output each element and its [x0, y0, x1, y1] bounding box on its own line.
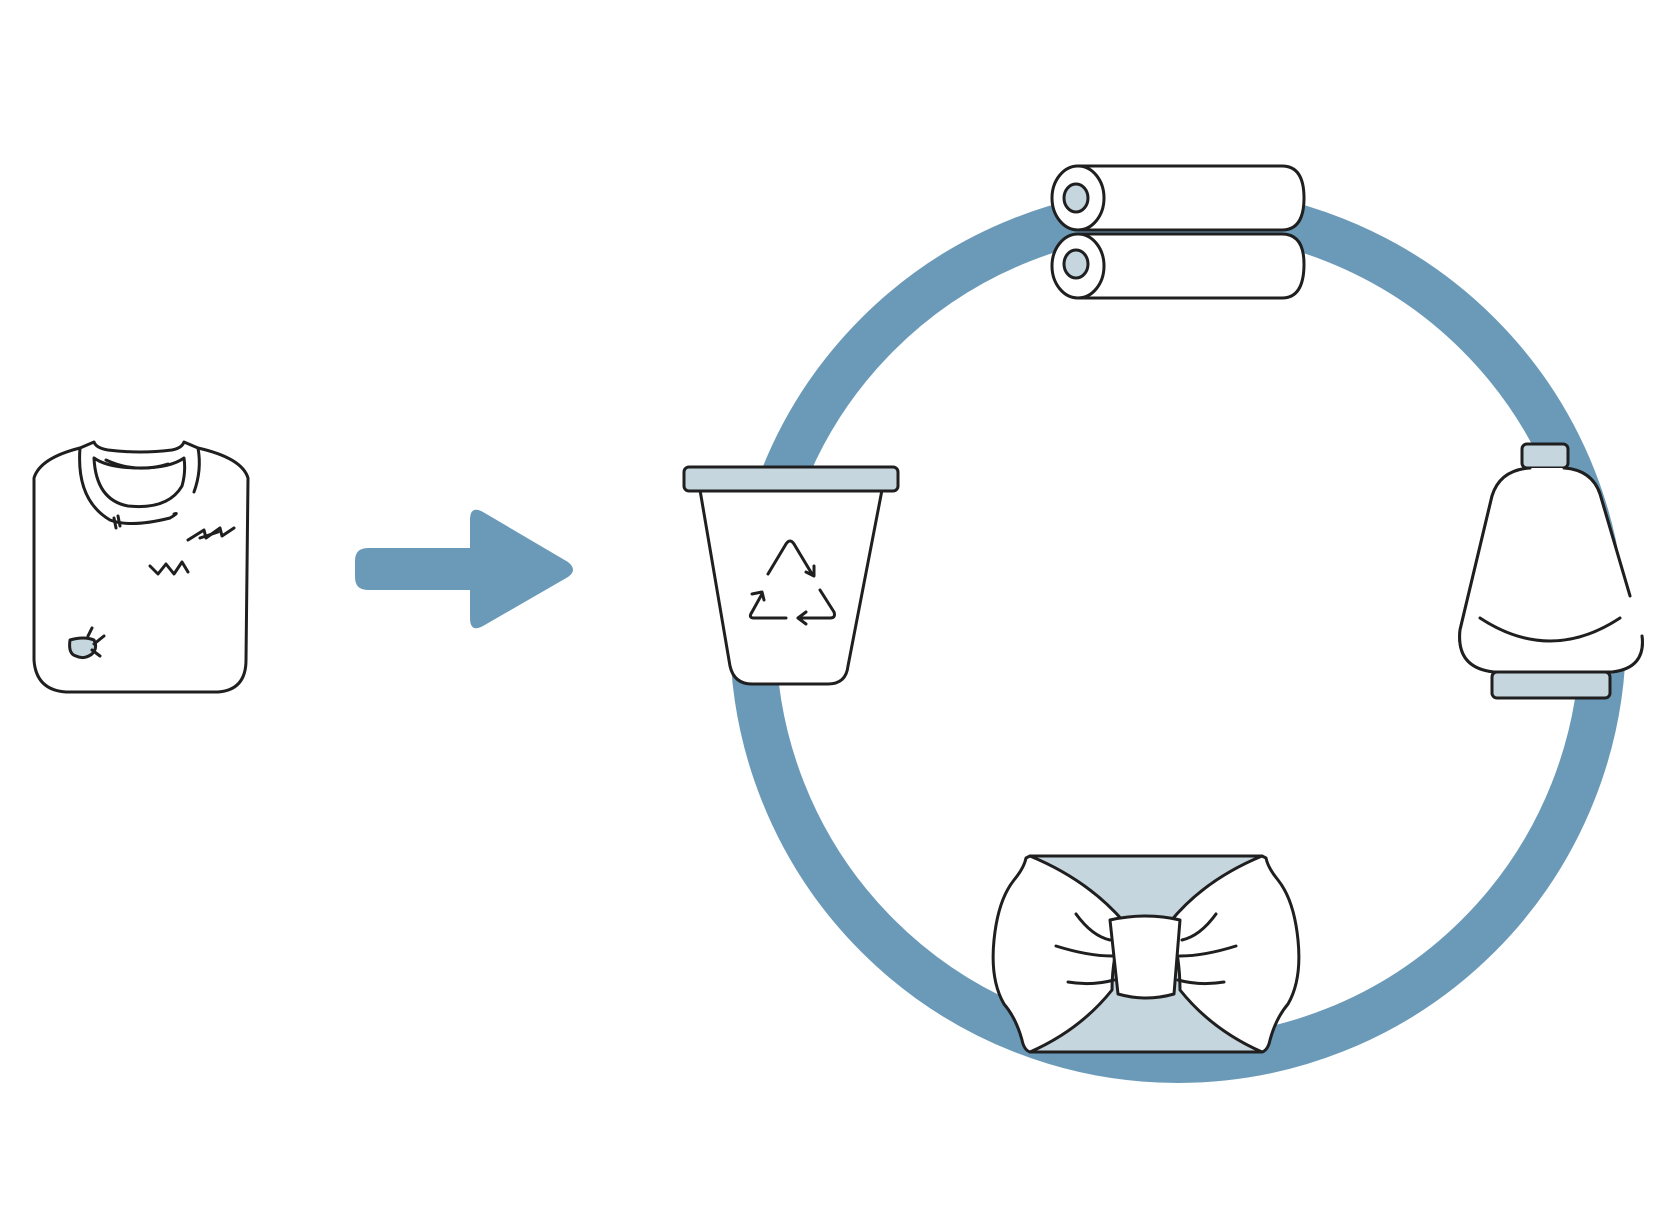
- furoshiki-wrap-icon: [991, 854, 1301, 1054]
- right-arrow-icon: [355, 509, 573, 629]
- fabric-rolls-icon: [1050, 164, 1306, 300]
- recycling-bin-icon: [682, 465, 900, 686]
- damaged-tshirt-icon: [32, 440, 250, 694]
- thread-spool-icon: [1458, 442, 1644, 700]
